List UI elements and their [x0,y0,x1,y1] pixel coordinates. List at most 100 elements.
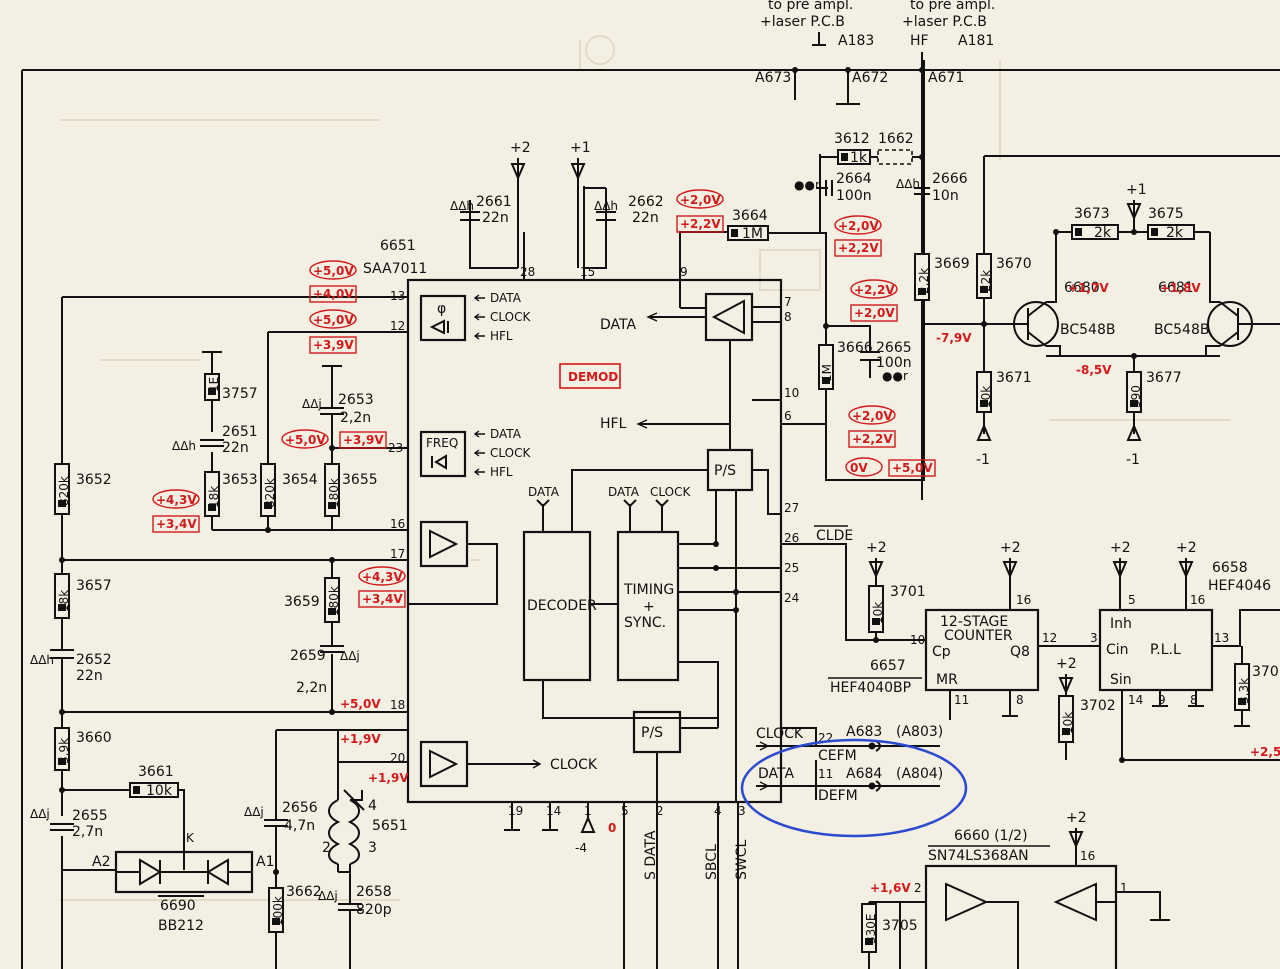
r3659-value: 180k [327,586,341,616]
v-m8-5: -8,5V [1076,363,1112,377]
pin-11: 11 [818,767,833,781]
r3677-value: 390 [1129,385,1143,408]
pin-16: 16 [390,517,405,531]
c2651-ref: 2651 [222,424,258,440]
c2661-ref: 2661 [476,194,512,210]
c2658-ref: 2658 [356,884,392,900]
pin-9: 9 [680,265,688,279]
c2666-value: 10n [932,188,959,204]
c2666-ref: 2666 [932,171,968,187]
buffer-clock-out: CLOCK [550,757,598,773]
r3657-ref: 3657 [76,578,112,594]
slicer-data-label: DATA [600,317,636,333]
diode-a1-label: A1 [256,854,274,870]
pin-18: 18 [390,698,405,712]
r3655-ref: 3655 [342,472,378,488]
timing-label-2: + [643,599,655,615]
tag-ah-2666: ΔΔh [896,177,920,191]
pin-27: 27 [784,501,799,515]
c2662-ref: 2662 [628,194,664,210]
v-2-2-a: +2,2V [680,217,721,231]
c2653-ref: 2653 [338,392,374,408]
v-1-6: +1,6V [870,881,911,895]
v-5-0-d: +5,0V [340,697,381,711]
decoder-label: DECODER [527,598,597,614]
tag-ah-2652: ΔΔh [30,653,54,667]
c2664-ref: 2664 [836,171,872,187]
r3705-value: 330E [864,914,878,945]
pin-24: 24 [784,591,799,605]
freq-hfl-label: HFL [490,465,513,479]
timing-sync-block [616,530,680,682]
pin-25: 25 [784,561,799,575]
supply-plus2-b: +2 [866,540,887,556]
clde-network: CLDE +2 10k 3701 [781,525,926,643]
clock-in-label: CLOCK [756,726,804,742]
r3669-ref: 3669 [934,256,970,272]
v-4-0: +4,0V [313,287,354,301]
phi-symbol: φ [437,301,446,317]
voltage-annotations: +5,0V +4,0V +5,0V +3,9V +5,0V +3,9V +4,3… [152,189,1280,895]
ps-top-label: P/S [714,463,736,479]
pin-8: 8 [784,310,792,324]
pin-19: 19 [508,804,523,818]
hf-amplifier-stage: 2,2k 3669 22k 3670 10k 3671 -1 6680 BC54… [914,155,1280,468]
data-in-label: DATA [758,766,794,782]
a803-label: (A803) [896,724,943,740]
counter-ref: 6657 [870,658,906,674]
clde-label: CLDE [816,528,853,544]
phase-detector-block [419,294,467,342]
freq-detector-block [419,430,467,478]
timing-clock-label: CLOCK [650,485,691,499]
a673-label: A673 [755,70,791,86]
pin-neg4: -4 [575,841,587,855]
tag-aj-2656: ΔΔj [244,805,264,819]
counter-pin-10: 10 [910,633,925,647]
counter-title-1: 12-STAGE [940,614,1008,630]
l5651-ref: 5651 [372,818,408,834]
buffer-pin-16: 16 [1080,849,1095,863]
efm-outputs: CLOCK DATA CEFM DEFM A683 (A803) A684 (A… [740,610,968,838]
r3612-ref: 3612 [834,131,870,147]
pll-part: HEF4046 [1208,578,1271,594]
phi-clock-label: CLOCK [490,310,531,324]
r3669-value: 2,2k [917,268,931,294]
c2664-value: 100n [836,188,872,204]
v-3-9-a: +3,9V [313,338,354,352]
c2665-value: 100n [876,355,912,371]
pin-28: 28 [520,265,535,279]
pin-zero-mark: 0 [608,821,616,835]
top-connectors: to pre ampl. +laser P.C.B to pre ampl. +… [755,0,995,500]
ic-ref: 6651 [380,238,416,254]
tag-aj-2655: ΔΔj [30,807,50,821]
r3652-ref: 3652 [76,472,112,488]
a672-label: A672 [852,70,888,86]
pll-pin-9: 9 [1158,693,1166,707]
a804-label: (A804) [896,766,943,782]
c2655-ref: 2655 [72,808,108,824]
v-2-2-c: +2,2V [854,283,895,297]
d6690-part: BB212 [158,918,204,934]
v-3-9-b: +3,9V [343,433,384,447]
laser-pcb-label-1: +laser P.C.B [760,14,845,30]
laser-pcb-label-2: +laser P.C.B [902,14,987,30]
pin-12: 12 [390,319,405,333]
c2652-value: 22n [76,668,103,684]
pin-17: 17 [390,547,405,561]
v-2-0-b: +2,0V [838,219,879,233]
cefm-label: CEFM [818,748,857,764]
ps-bottom-label: P/S [641,725,663,741]
v-m7-9: -7,9V [936,331,972,345]
supply-plus1-b: +1 [1126,182,1147,198]
supply-plus2-g: +2 [1066,810,1087,826]
r3666-value: 1M [820,364,834,382]
c2651-value: 22n [222,440,249,456]
r3703-value: 3,3k [1237,678,1251,704]
decoder-data-label: DATA [528,485,560,499]
pll-ref: 6658 [1212,560,1248,576]
counter-mr: MR [936,672,958,688]
pll-hef4046: Inh Cin P.L.L Sin 6658 HEF4046 3 5 16 13… [1056,540,1280,763]
pre-ampl-label-1: to pre ampl. [768,0,853,13]
c2656-value: 4,7n [284,818,315,834]
a684-label: A684 [846,766,882,782]
